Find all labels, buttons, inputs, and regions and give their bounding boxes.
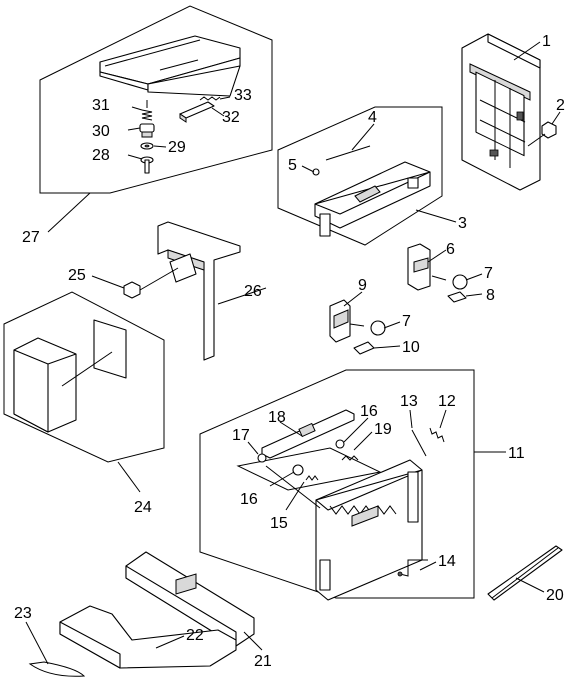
callout-30: 30 bbox=[92, 123, 110, 140]
clip-10 bbox=[354, 342, 374, 354]
callout-32: 32 bbox=[222, 109, 240, 126]
spring-31 bbox=[142, 100, 152, 120]
callout-11: 11 bbox=[508, 445, 525, 462]
callout-14: 14 bbox=[438, 553, 456, 570]
callout-7a: 7 bbox=[484, 265, 493, 282]
callout-8: 8 bbox=[486, 287, 495, 304]
callout-33: 33 bbox=[234, 87, 252, 104]
callout-6: 6 bbox=[446, 241, 455, 258]
lever-32 bbox=[180, 102, 214, 122]
callout-17: 17 bbox=[232, 427, 250, 444]
callout-26: 26 bbox=[244, 283, 262, 300]
screw-28 bbox=[141, 157, 153, 173]
clip-8 bbox=[448, 292, 466, 302]
tray-assembly bbox=[100, 36, 240, 96]
bracket-6 bbox=[408, 244, 430, 290]
callout-21: 21 bbox=[254, 653, 272, 670]
callout-4: 4 bbox=[368, 109, 377, 126]
lens-23 bbox=[30, 662, 84, 676]
callout-27: 27 bbox=[22, 229, 40, 246]
gear-30 bbox=[140, 124, 154, 137]
callout-19: 19 bbox=[374, 421, 392, 438]
door-24 bbox=[14, 338, 76, 432]
callout-9: 9 bbox=[358, 277, 367, 294]
callout-16a: 16 bbox=[360, 403, 378, 420]
callout-20: 20 bbox=[546, 587, 564, 604]
callout-13: 13 bbox=[400, 393, 418, 410]
callout-22: 22 bbox=[186, 627, 204, 644]
callout-15: 15 bbox=[270, 515, 288, 532]
callout-29: 29 bbox=[168, 139, 186, 156]
screw-25 bbox=[124, 268, 178, 298]
spring-15 bbox=[306, 476, 318, 480]
bracket-9 bbox=[330, 300, 350, 342]
gear-16a bbox=[336, 440, 344, 448]
callout-18: 18 bbox=[268, 409, 286, 426]
callout-5: 5 bbox=[288, 157, 297, 174]
guide-3 bbox=[315, 162, 430, 236]
e-ring-17 bbox=[258, 454, 266, 462]
callout-2: 2 bbox=[556, 97, 565, 114]
spring-12 bbox=[430, 428, 444, 442]
callout-1: 1 bbox=[542, 33, 551, 50]
screw-7b bbox=[350, 321, 385, 335]
callout-12: 12 bbox=[438, 393, 456, 410]
shaft-13 bbox=[412, 430, 426, 456]
sheet-24 bbox=[94, 320, 126, 378]
callout-31: 31 bbox=[92, 97, 110, 114]
callout-16b: 16 bbox=[240, 491, 258, 508]
callout-3: 3 bbox=[458, 215, 467, 232]
shaft-4 bbox=[326, 146, 370, 160]
callout-25: 25 bbox=[68, 267, 86, 284]
callout-28: 28 bbox=[92, 147, 110, 164]
gear-16b bbox=[293, 465, 303, 475]
callout-23: 23 bbox=[14, 605, 32, 622]
cover-26 bbox=[158, 222, 240, 360]
callout-10: 10 bbox=[402, 339, 420, 356]
washer-29 bbox=[141, 143, 153, 149]
screw-7a bbox=[432, 275, 467, 289]
callout-7b: 7 bbox=[402, 313, 411, 330]
spring-33 bbox=[200, 97, 220, 100]
side-frame-1 bbox=[462, 34, 540, 190]
callout-24: 24 bbox=[134, 499, 152, 516]
